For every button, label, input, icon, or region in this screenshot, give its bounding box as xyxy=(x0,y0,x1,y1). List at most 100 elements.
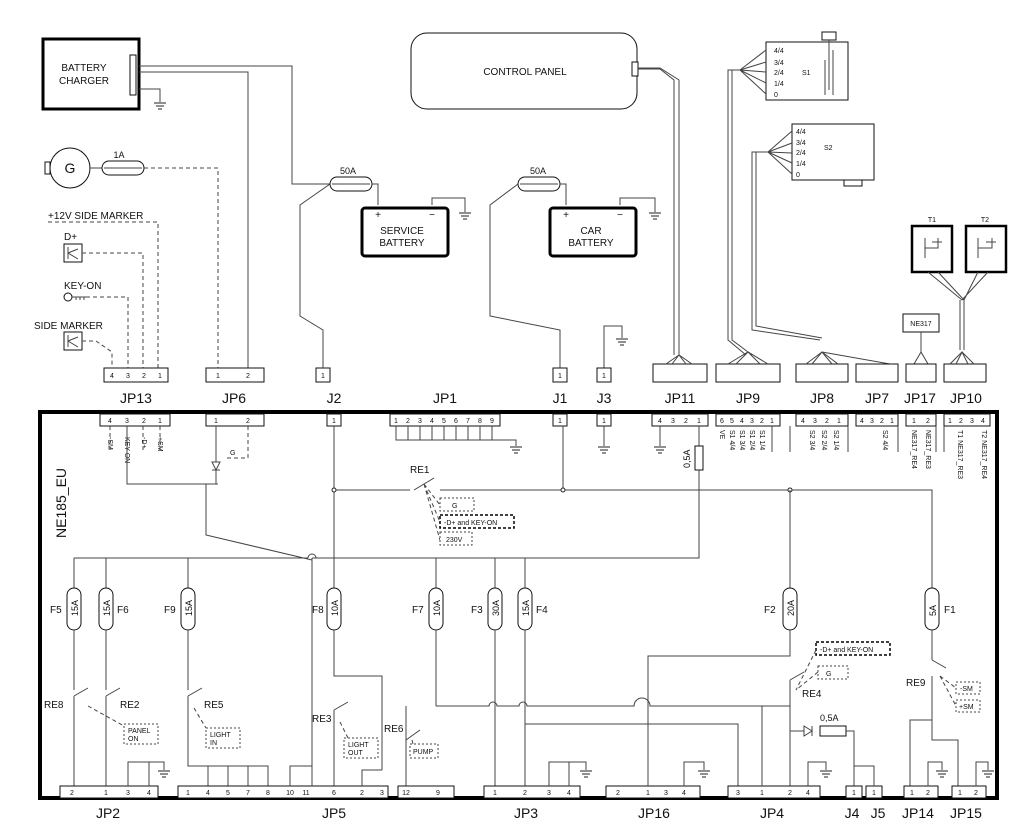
service-battery-label-1: SERVICE xyxy=(380,226,424,237)
fuse-f2-name: F2 xyxy=(764,605,776,616)
fuse-50a-car-rating: 50A xyxy=(530,166,546,176)
svg-text:7: 7 xyxy=(466,418,470,425)
svg-text:4: 4 xyxy=(806,790,810,797)
bottom-connector-labels: JP2 JP5 JP3 JP16 JP4 J4 J5 JP14 JP15 xyxy=(96,805,982,821)
svg-text:6: 6 xyxy=(332,790,336,797)
fuse-f2: 20A F2 xyxy=(764,587,798,631)
connector-j2: J2 xyxy=(327,390,342,406)
svg-text:S1 4/4: S1 4/4 xyxy=(728,430,735,450)
s2-label: S2 xyxy=(824,145,833,152)
svg-text:+: + xyxy=(563,210,569,221)
svg-text:1: 1 xyxy=(158,418,162,425)
connector-j5: J5 xyxy=(871,805,886,821)
svg-text:10: 10 xyxy=(286,790,294,797)
svg-text:4: 4 xyxy=(860,418,864,425)
control-panel-label: CONTROL PANEL xyxy=(483,67,567,78)
fuse-50a-car: 50A xyxy=(517,166,561,192)
svg-text:1: 1 xyxy=(104,790,108,797)
generator-label: G xyxy=(65,160,76,176)
battery-charger: BATTERY CHARGER xyxy=(41,37,141,111)
svg-text:1/4: 1/4 xyxy=(796,161,806,168)
svg-text:2: 2 xyxy=(70,790,74,797)
svg-text:1: 1 xyxy=(872,790,876,797)
svg-text:15A: 15A xyxy=(184,600,194,616)
connector-jp13: JP13 xyxy=(120,390,152,406)
svg-text:4: 4 xyxy=(206,790,210,797)
re2-label: RE2 xyxy=(120,700,140,711)
svg-text:3: 3 xyxy=(125,418,129,425)
svg-text:2: 2 xyxy=(974,790,978,797)
svg-text:0: 0 xyxy=(796,172,800,179)
connector-jp6: JP6 xyxy=(222,390,246,406)
connector-jp2: JP2 xyxy=(96,805,120,821)
battery-charger-label-1: BATTERY xyxy=(61,63,107,74)
svg-text:2: 2 xyxy=(760,418,764,425)
side-marker-label: SIDE MARKER xyxy=(34,321,103,332)
jp4-small-fuse: 0,5A xyxy=(820,713,839,723)
svg-text:10A: 10A xyxy=(330,600,340,616)
svg-text:1: 1 xyxy=(760,790,764,797)
svg-text:2: 2 xyxy=(616,790,620,797)
svg-text:2: 2 xyxy=(142,373,146,380)
svg-text:1: 1 xyxy=(948,418,952,425)
connector-jp17: JP17 xyxy=(904,390,936,406)
connector-jp4: JP4 xyxy=(760,805,784,821)
re4-label: RE4 xyxy=(802,689,822,700)
s1-label: S1 xyxy=(802,70,811,77)
svg-text:S2 1/4: S2 1/4 xyxy=(832,430,839,450)
d-plus-label: D+ xyxy=(64,232,77,243)
svg-text:4: 4 xyxy=(740,418,744,425)
svg-text:12: 12 xyxy=(402,790,410,797)
svg-text:+SM: +SM xyxy=(156,437,163,452)
ne317-label: NE317 xyxy=(910,321,932,328)
svg-text:NE317_RE3: NE317_RE3 xyxy=(924,430,931,469)
svg-text:9: 9 xyxy=(490,418,494,425)
connector-jp9: JP9 xyxy=(736,390,760,406)
re2-note-1: PANEL xyxy=(128,728,151,735)
fuse-f8-name: F8 xyxy=(312,605,324,616)
t1-label: T1 xyxy=(928,217,936,224)
s2-level-sensor: 4/4 3/4 2/4 1/4 0 S2 xyxy=(791,123,875,187)
svg-text:30A: 30A xyxy=(491,600,501,616)
svg-text:1: 1 xyxy=(394,418,398,425)
connector-j1: J1 xyxy=(553,390,568,406)
side-marker-sensor-icon xyxy=(63,331,83,351)
svg-text:2: 2 xyxy=(406,418,410,425)
svg-text:G: G xyxy=(230,450,235,457)
svg-text:4: 4 xyxy=(430,418,434,425)
connector-jp8: JP8 xyxy=(810,390,834,406)
fuse-f9: 15A F9 xyxy=(164,587,196,631)
fuse-f6: 15A F6 xyxy=(98,587,129,631)
re5-note-2: IN xyxy=(210,740,217,747)
svg-text:3: 3 xyxy=(813,418,817,425)
svg-text:4: 4 xyxy=(658,418,662,425)
svg-text:1: 1 xyxy=(332,418,336,425)
svg-text:2/4: 2/4 xyxy=(796,150,806,157)
re1-note-230v: 230V xyxy=(446,537,463,544)
connector-jp1: JP1 xyxy=(433,390,457,406)
svg-text:2: 2 xyxy=(880,418,884,425)
svg-text:4: 4 xyxy=(801,418,805,425)
fuse-f5-name: F5 xyxy=(50,605,62,616)
fuse-f6-name: F6 xyxy=(117,605,129,616)
svg-text:1: 1 xyxy=(321,373,325,380)
svg-text:2: 2 xyxy=(142,418,146,425)
svg-text:S1 2/4: S1 2/4 xyxy=(748,430,755,450)
svg-text:1: 1 xyxy=(837,418,841,425)
re5-note-1: LIGHT xyxy=(210,732,231,739)
t1-sensor: T1 xyxy=(910,217,954,274)
svg-text:7: 7 xyxy=(246,790,250,797)
svg-text:3: 3 xyxy=(126,790,130,797)
fuse-f3-name: F3 xyxy=(471,605,483,616)
fuse-f7-name: F7 xyxy=(412,605,424,616)
re1-note-dplus: -D+ and KEY-ON xyxy=(444,520,497,527)
svg-text:3/4: 3/4 xyxy=(796,140,806,147)
svg-text:6: 6 xyxy=(720,418,724,425)
top-connector-labels: JP13 JP6 J2 JP1 J1 J3 JP11 JP9 JP8 JP7 J… xyxy=(120,390,982,406)
svg-text:1: 1 xyxy=(558,418,562,425)
svg-text:4/4: 4/4 xyxy=(796,129,806,136)
connector-j4: J4 xyxy=(845,805,860,821)
svg-text:1: 1 xyxy=(602,373,606,380)
svg-text:9: 9 xyxy=(436,790,440,797)
svg-text:2/4: 2/4 xyxy=(774,70,784,77)
